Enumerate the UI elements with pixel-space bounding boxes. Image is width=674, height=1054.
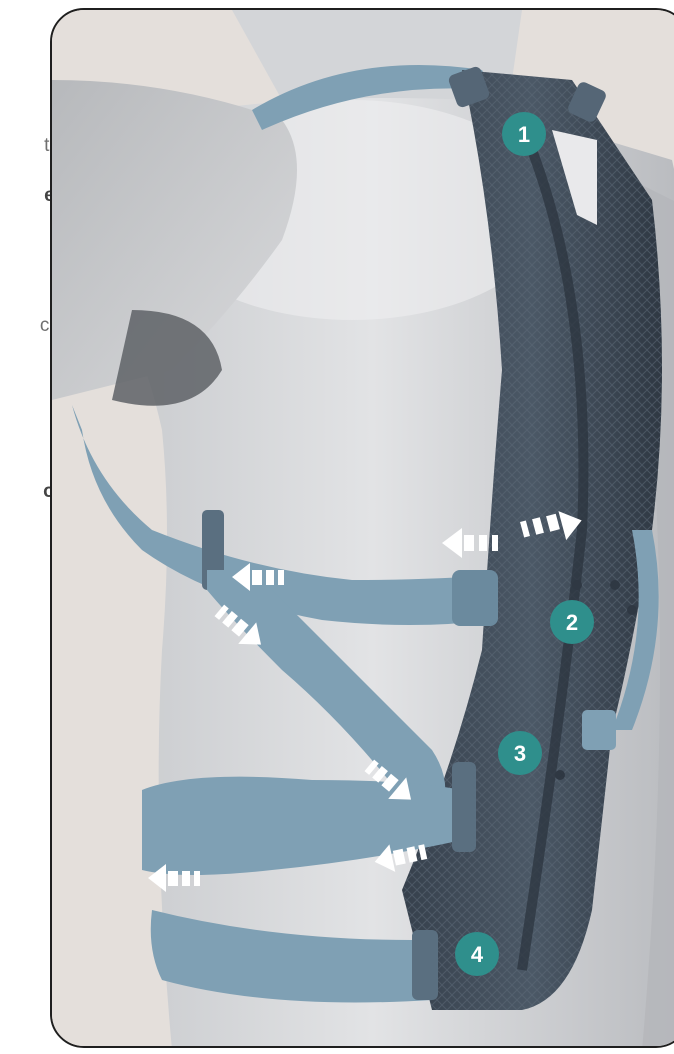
lower-buckle [412, 930, 438, 1000]
illustration-panel: 1 2 3 4 [50, 8, 674, 1048]
side-buckle [582, 710, 616, 750]
marker-3: 3 [498, 731, 542, 775]
marker-4-label: 4 [471, 942, 484, 967]
marker-1: 1 [502, 112, 546, 156]
marker-2: 2 [550, 600, 594, 644]
middle-buckle [452, 762, 476, 852]
marker-4: 4 [455, 932, 499, 976]
marker-3-label: 3 [514, 741, 526, 766]
marker-1-label: 1 [518, 122, 530, 147]
marker-2-label: 2 [566, 610, 578, 635]
brace-illustration: 1 2 3 4 [52, 10, 674, 1048]
upper-buckle [452, 570, 498, 626]
